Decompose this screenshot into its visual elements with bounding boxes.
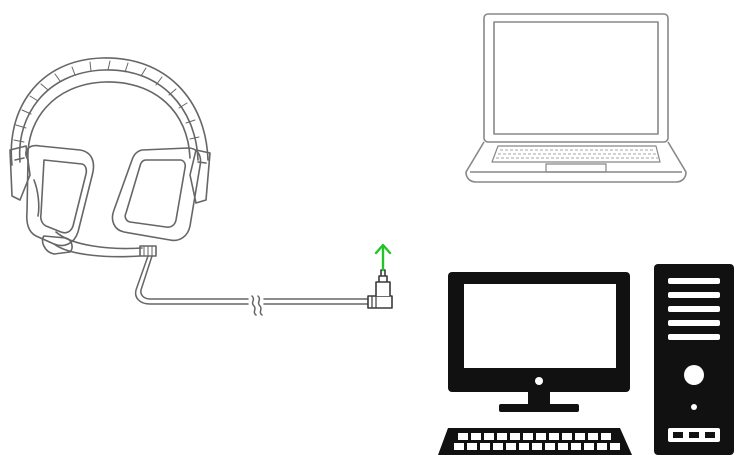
3-5mm-plug-icon bbox=[368, 270, 392, 308]
arrow-up-icon bbox=[376, 245, 390, 270]
headset-icon bbox=[10, 58, 210, 257]
audio-cable-icon bbox=[136, 256, 370, 315]
laptop-icon bbox=[466, 14, 686, 182]
desktop-pc-icon bbox=[438, 264, 734, 455]
